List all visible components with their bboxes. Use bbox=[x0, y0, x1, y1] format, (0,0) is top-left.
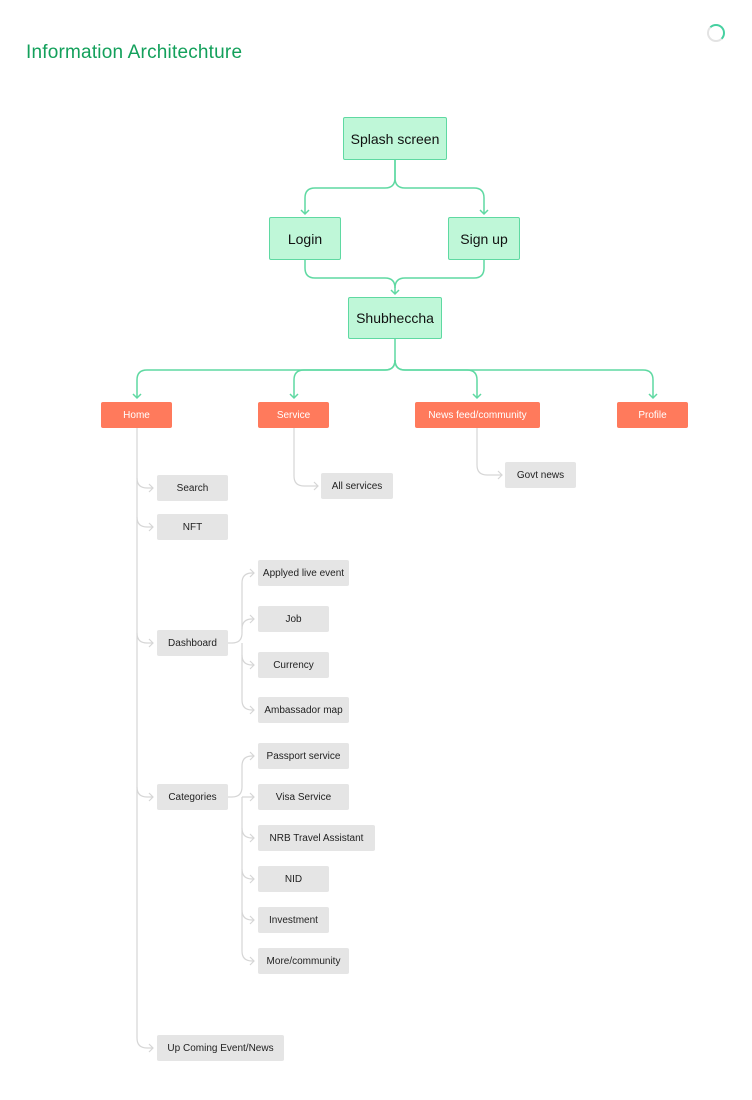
connector-categories-more bbox=[241, 910, 255, 966]
connector-dashboard-ambassador bbox=[241, 655, 255, 715]
connector-dashboard-trunk bbox=[228, 568, 255, 644]
connector-home-categories bbox=[136, 786, 154, 802]
connector-home-nft bbox=[136, 516, 154, 532]
node-visa-service: Visa Service bbox=[258, 784, 349, 810]
node-newsfeed-community: News feed/community bbox=[415, 402, 540, 428]
connector-categories-nrb bbox=[241, 797, 255, 843]
node-splash-screen: Splash screen bbox=[343, 117, 447, 160]
connector-home-search bbox=[136, 477, 154, 493]
connector-home-spine bbox=[136, 428, 154, 1053]
node-nrb-travel-assistant: NRB Travel Assistant bbox=[258, 825, 375, 851]
connector-app-profile bbox=[394, 359, 658, 400]
node-signup: Sign up bbox=[448, 217, 520, 260]
node-dashboard: Dashboard bbox=[157, 630, 228, 656]
node-currency: Currency bbox=[258, 652, 329, 678]
connector-login-app bbox=[304, 260, 400, 296]
connector-categories-trunk bbox=[228, 751, 255, 798]
node-search: Search bbox=[157, 475, 228, 501]
node-passport-service: Passport service bbox=[258, 743, 349, 769]
node-govt-news: Govt news bbox=[505, 462, 576, 488]
connector-splash-signup bbox=[394, 160, 489, 216]
loading-spinner-icon bbox=[707, 24, 725, 42]
node-home: Home bbox=[101, 402, 172, 428]
node-job: Job bbox=[258, 606, 329, 632]
node-categories: Categories bbox=[157, 784, 228, 810]
connector-dashboard-currency bbox=[241, 643, 255, 670]
connector-signup-app bbox=[394, 260, 485, 289]
connector-service-all bbox=[293, 428, 319, 491]
page-title: Information Architechture bbox=[26, 42, 243, 63]
node-upcoming-event-news: Up Coming Event/News bbox=[157, 1035, 284, 1061]
node-profile: Profile bbox=[617, 402, 688, 428]
connector-app-newsfeed bbox=[394, 359, 482, 400]
node-nft: NFT bbox=[157, 514, 228, 540]
node-all-services: All services bbox=[321, 473, 393, 499]
connector-newsfeed-govt bbox=[476, 428, 503, 480]
node-investment: Investment bbox=[258, 907, 329, 933]
connector-app-service bbox=[289, 359, 396, 400]
node-shubheccha: Shubheccha bbox=[348, 297, 442, 339]
node-service: Service bbox=[258, 402, 329, 428]
connector-splash-login bbox=[300, 160, 396, 216]
node-login: Login bbox=[269, 217, 341, 260]
connector-home-dashboard bbox=[136, 632, 154, 648]
node-nid: NID bbox=[258, 866, 329, 892]
node-ambassador-map: Ambassador map bbox=[258, 697, 349, 723]
connector-dashboard-job bbox=[241, 614, 255, 630]
connector-app-home bbox=[132, 339, 396, 400]
node-more-community: More/community bbox=[258, 948, 349, 974]
node-applied-live-event: Applyed live event bbox=[258, 560, 349, 586]
